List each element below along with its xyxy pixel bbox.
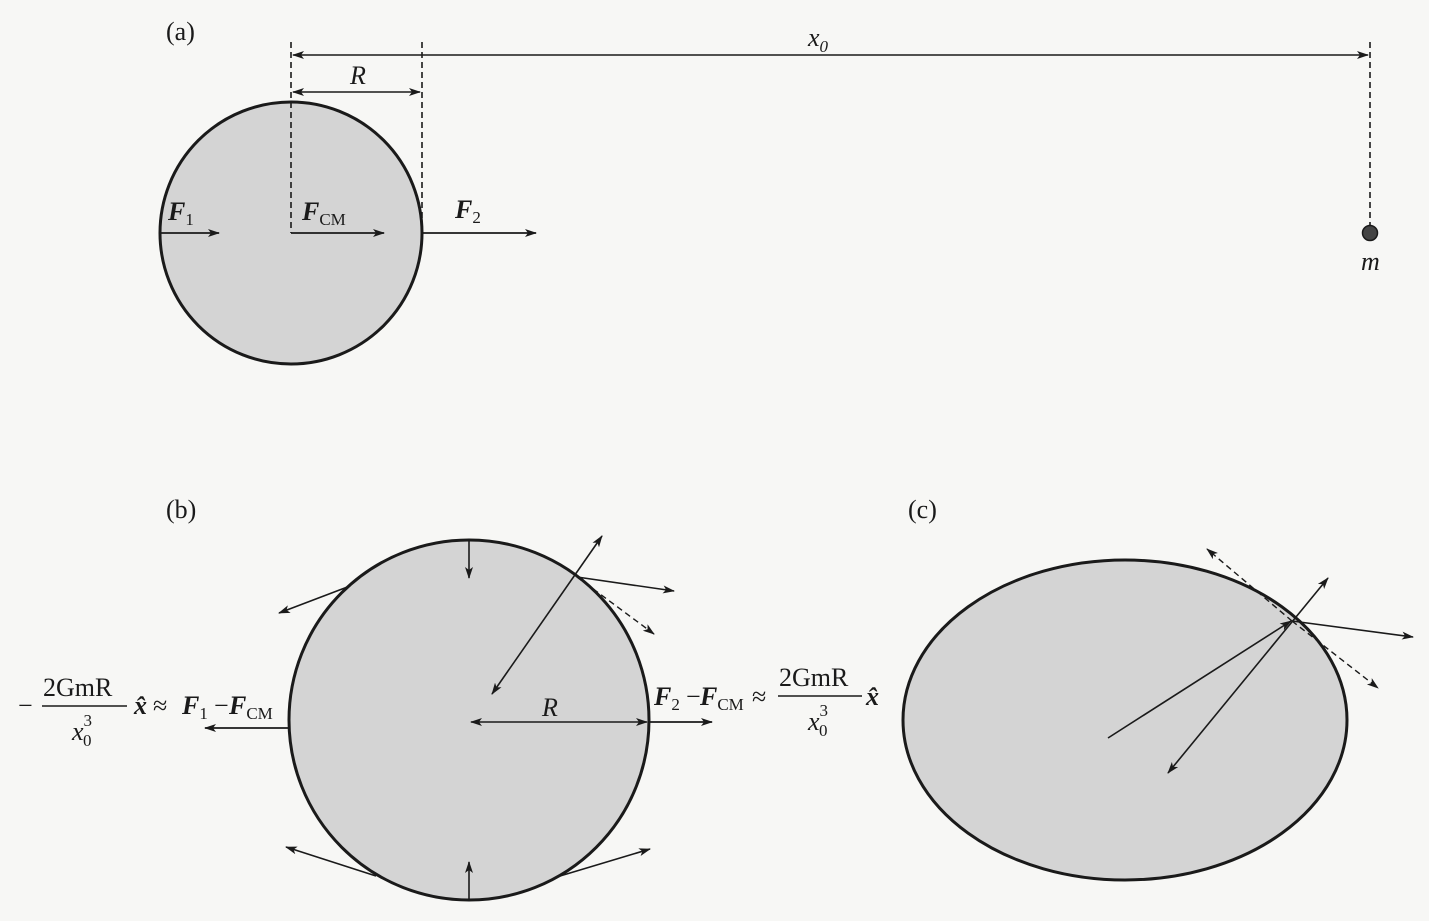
mass-label: m — [1361, 247, 1380, 276]
radius-label-b: R — [541, 693, 558, 722]
upper-left-tidal-arrow — [278, 585, 351, 614]
panel-c-label: (c) — [908, 495, 937, 524]
panel-c: (c) — [901, 495, 1414, 882]
left-approx: ≈ — [153, 691, 167, 720]
radius-label-a: R — [349, 61, 366, 90]
force-fcm-label: FCM — [301, 197, 346, 229]
lower-right-tidal-arrow — [559, 848, 651, 877]
left-dash: − — [214, 691, 229, 720]
right-numerator: 2GmR — [779, 663, 849, 692]
x0-label: x0 — [807, 23, 829, 56]
tangent-lower-arrow-c — [1291, 620, 1379, 689]
lower-left-tidal-arrow — [285, 846, 377, 877]
deformed-body-c — [901, 558, 1349, 882]
right-f2: F2 — [653, 682, 680, 714]
point-mass — [1361, 224, 1379, 242]
right-xhat: x̂ — [865, 682, 879, 711]
left-fcm: FCM — [228, 691, 273, 723]
panel-a: (a) x0 R F1 FCM F2 m — [158, 17, 1380, 366]
panel-b-label: (b) — [166, 495, 196, 524]
right-fcm: FCM — [699, 682, 744, 714]
normal-double-arrow-c — [1167, 577, 1329, 774]
planet-body-b — [287, 538, 651, 902]
left-xhat: x̂ — [133, 691, 147, 720]
force-f1-label: F1 — [167, 197, 194, 229]
right-approx: ≈ — [752, 682, 766, 711]
left-f1: F1 — [181, 691, 208, 723]
left-minus-sign: − — [18, 691, 33, 720]
left-numerator: 2GmR — [43, 673, 113, 702]
right-dash: − — [686, 682, 701, 711]
force-f2-label: F2 — [454, 195, 481, 227]
radial-double-arrow — [491, 535, 603, 695]
panel-a-label: (a) — [166, 17, 195, 46]
